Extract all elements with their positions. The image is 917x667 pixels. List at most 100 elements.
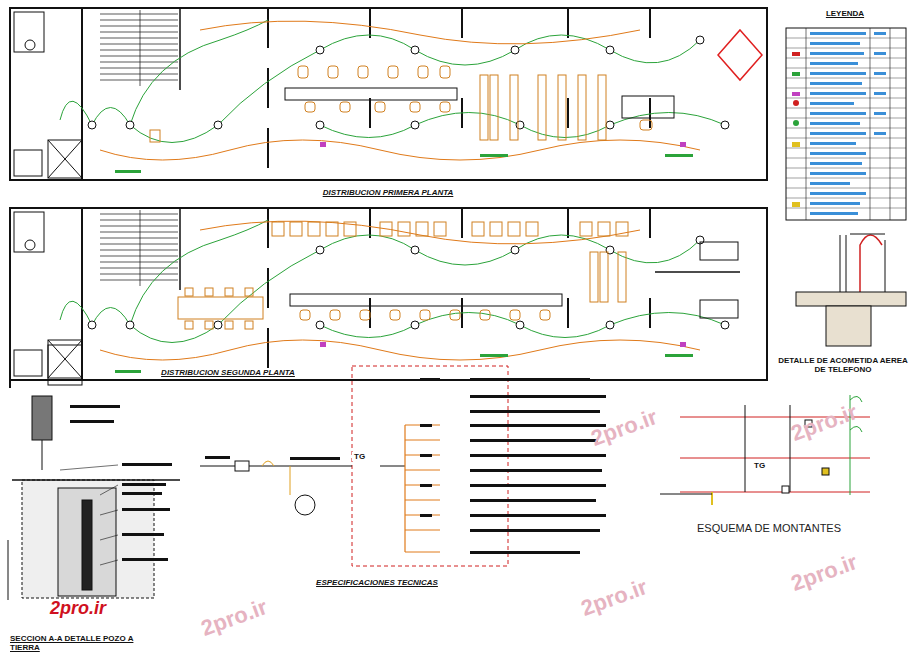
legend-table [786, 38, 906, 208]
single-line-diagram [470, 424, 606, 427]
legend-table [874, 92, 886, 95]
single-line-diagram [470, 529, 600, 532]
furniture [540, 310, 550, 320]
furniture [285, 88, 457, 100]
legend-table [792, 52, 800, 56]
single-line-diagram [290, 457, 340, 460]
legend-title: LEYENDA [824, 9, 866, 18]
grounding-well-section [8, 396, 180, 600]
floor-plan: DISTRIBUCION SEGUNDA PLANTA [10, 208, 767, 380]
single-line-diagram [405, 552, 440, 553]
legend-table [786, 138, 906, 139]
furniture [380, 222, 392, 236]
riser-scheme [745, 405, 746, 492]
telephone-drop-detail [850, 234, 885, 235]
single-line-diagram [380, 466, 405, 467]
legend-table [792, 142, 800, 207]
single-line-diagram [470, 551, 580, 554]
telephone-drop-detail [796, 234, 906, 346]
watermark-logo: 2pro.ir [50, 598, 106, 619]
single-line-diagram [290, 466, 291, 495]
furniture [590, 252, 598, 302]
legend-table [786, 28, 906, 220]
single-line-diagram [205, 378, 606, 554]
legend-table [786, 128, 906, 129]
riser-scheme [680, 492, 870, 493]
legend-table [792, 72, 800, 126]
furniture [700, 300, 738, 318]
furniture [205, 288, 213, 296]
telephone-drop-detail [796, 292, 906, 306]
grounding-well-section [100, 535, 118, 540]
furniture [290, 222, 302, 236]
legend-table [792, 72, 800, 76]
single-line-diagram [262, 461, 274, 466]
grounding-well-section [22, 480, 154, 598]
legend-table [792, 92, 800, 96]
legend-table [810, 172, 866, 175]
legend-table [810, 212, 858, 215]
furniture [225, 288, 233, 296]
riser-scheme [790, 405, 791, 492]
single-line-diagram [405, 425, 440, 552]
furniture [305, 102, 315, 112]
furniture [300, 310, 310, 320]
furniture [298, 66, 308, 78]
watermark: 2pro.ir [788, 549, 861, 596]
furniture [326, 222, 338, 236]
furniture [375, 102, 385, 112]
grounding-well-section [58, 488, 116, 596]
legend-table [810, 102, 854, 105]
riser-scheme [850, 426, 862, 432]
furniture [490, 222, 502, 236]
telephone-drop-detail [840, 235, 841, 292]
floor-plan: DISTRIBUCION PRIMERA PLANTA [10, 8, 767, 198]
furniture [558, 75, 566, 140]
grounding-well-section [122, 483, 166, 486]
furniture [205, 321, 213, 329]
furniture [618, 252, 626, 302]
legend-table [810, 62, 858, 65]
furniture [598, 222, 610, 236]
furniture [526, 222, 538, 236]
single-line-diagram [205, 456, 230, 459]
legend-table [810, 92, 866, 95]
second-floor [10, 208, 767, 380]
furniture [308, 222, 320, 236]
single-line-diagram [405, 470, 440, 471]
grounding-well-section [42, 440, 43, 470]
furniture [622, 96, 674, 118]
legend-table [786, 148, 906, 149]
telephone-drop-detail [885, 240, 886, 295]
legend-table [786, 88, 906, 89]
legend-table [810, 202, 860, 205]
furniture [450, 310, 460, 320]
furniture [510, 310, 520, 320]
second-floor [10, 208, 767, 380]
drawing-caption: DISTRIBUCION SEGUNDA PLANTA [159, 368, 297, 377]
single-line-diagram [405, 530, 440, 531]
grounding-well-section [122, 508, 170, 511]
grounding-well-section [122, 492, 162, 495]
grounding-well-section [12, 479, 180, 481]
legend-table [810, 52, 864, 55]
furniture [434, 222, 446, 236]
legend-table [792, 202, 800, 207]
legend-table [874, 72, 886, 75]
detail-title: ESQUEMA DE MONTANTES [695, 522, 843, 535]
grounding-well-section [122, 533, 164, 536]
telephone-drop-detail [826, 306, 871, 346]
single-line-diagram [420, 484, 432, 487]
second-floor [60, 220, 729, 373]
legend-table [786, 98, 906, 99]
furniture [390, 310, 400, 320]
single-line-diagram [235, 461, 249, 471]
telephone-drop-detail [860, 235, 882, 292]
single-line-diagram [405, 440, 440, 441]
legend-table [786, 58, 906, 59]
furniture [340, 102, 350, 112]
furniture [330, 310, 340, 320]
grounding-well-section [82, 500, 92, 590]
furniture [150, 66, 674, 142]
